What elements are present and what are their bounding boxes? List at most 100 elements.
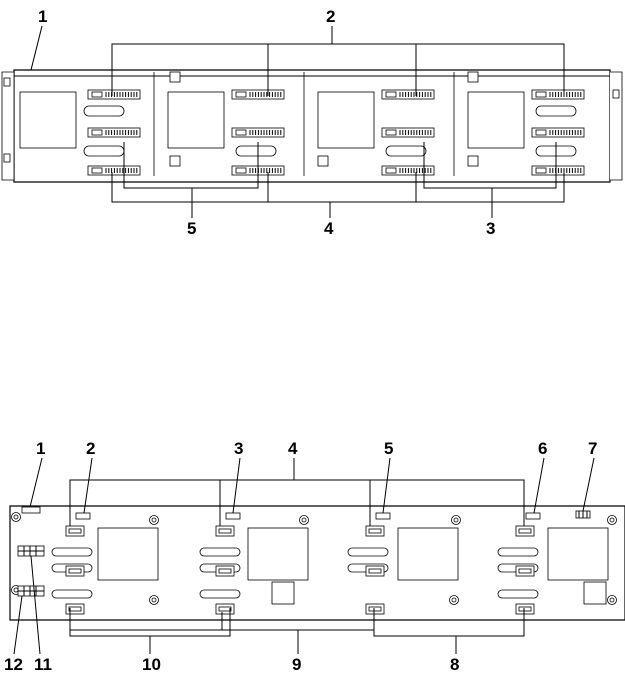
top-left-bracket-hole-2 — [4, 154, 10, 162]
bottom-connector — [216, 526, 234, 536]
top-slot-5 — [84, 106, 124, 116]
top-callout-5: 5 — [187, 219, 196, 238]
top-right-bracket — [610, 72, 622, 180]
bottom-slot — [348, 548, 388, 556]
bottom-slot — [52, 590, 92, 598]
bottom-slot — [498, 590, 538, 598]
mounting-hole-inner — [302, 518, 306, 522]
top-connector-latch — [236, 130, 246, 135]
top-connector-latch — [92, 130, 102, 135]
mounting-hole-inner — [610, 518, 614, 522]
bottom-connector — [516, 604, 534, 614]
bottom-connector — [516, 566, 534, 576]
top-connector — [232, 90, 284, 99]
bottom-connector — [366, 526, 384, 536]
top-connector — [532, 90, 584, 99]
bottom-slot — [200, 548, 240, 556]
top-connector-latch — [386, 130, 396, 135]
top-connector-latch — [236, 92, 246, 97]
top-connector-latch — [386, 92, 396, 97]
bottom-callout-4: 4 — [288, 439, 298, 458]
top-left-bracket — [2, 72, 14, 180]
mounting-hole-inner — [610, 598, 614, 602]
bottom-header-7 — [576, 511, 590, 518]
top-connector-latch — [92, 92, 102, 97]
top-connector — [532, 166, 584, 175]
top-callout-4: 4 — [324, 219, 334, 238]
bottom-connector — [66, 526, 84, 536]
bottom-callout-3: 3 — [234, 439, 243, 458]
top-connector-latch — [236, 168, 246, 173]
top-connector — [382, 90, 434, 99]
bottom-slot — [52, 548, 92, 556]
top-connector — [532, 128, 584, 137]
bottom-callout-6: 6 — [538, 439, 547, 458]
bottom-connector-pins — [219, 569, 231, 573]
top-cutout-1 — [20, 92, 76, 148]
top-connector-latch — [536, 92, 546, 97]
bottom-connector — [216, 604, 234, 614]
bottom-socket-6 — [526, 513, 540, 519]
bottom-leader-3 — [233, 458, 240, 513]
mounting-hole-inner — [14, 588, 18, 592]
top-right-bracket-hole — [613, 90, 619, 98]
bottom-header-11 — [18, 546, 44, 556]
bottom-callout-12: 12 — [4, 655, 23, 674]
top-connector-latch — [536, 130, 546, 135]
bottom-cutout-4 — [548, 528, 608, 580]
bottom-chip-1 — [272, 582, 294, 604]
bottom-connector — [66, 604, 84, 614]
bottom-connector-pins — [369, 607, 381, 611]
bottom-slot — [498, 548, 538, 556]
bottom-connector — [366, 566, 384, 576]
bottom-connector-pins — [69, 569, 81, 573]
mounting-hole-inner — [454, 518, 458, 522]
bottom-cutout-2 — [248, 528, 308, 580]
top-tab-4 — [468, 72, 478, 82]
bottom-connector — [366, 604, 384, 614]
top-tab-3 — [318, 156, 328, 166]
bottom-header-12 — [18, 586, 44, 596]
bottom-leader-2 — [84, 458, 92, 513]
bottom-connector-pins — [69, 607, 81, 611]
bottom-connector-pins — [369, 529, 381, 533]
bottom-callout-5: 5 — [384, 439, 393, 458]
top-cutout-3 — [318, 92, 374, 148]
bottom-callout-9: 9 — [292, 655, 301, 674]
bottom-socket-2 — [76, 513, 90, 519]
top-backplane-figure: 1 2 3 4 5 — [2, 7, 622, 238]
bottom-cutout-1 — [98, 528, 158, 580]
bottom-callout-7: 7 — [588, 439, 597, 458]
bottom-connector — [66, 566, 84, 576]
top-connector-latch — [536, 168, 546, 173]
bottom-chip-2 — [584, 582, 606, 604]
bottom-socket-3 — [226, 513, 240, 519]
top-callout-1: 1 — [38, 7, 47, 26]
top-tab-2 — [170, 156, 180, 166]
mounting-hole-inner — [14, 515, 18, 519]
bottom-connector — [216, 566, 234, 576]
top-callout-2: 2 — [326, 7, 335, 26]
bottom-connector-pins — [369, 569, 381, 573]
mounting-hole-inner — [452, 598, 456, 602]
mounting-hole-inner — [152, 598, 156, 602]
top-tab-5 — [468, 156, 478, 166]
top-leader-1 — [30, 26, 42, 74]
bottom-connector-pins — [69, 529, 81, 533]
top-connector — [232, 128, 284, 137]
top-callout-3: 3 — [486, 219, 495, 238]
top-cutout-4 — [468, 92, 524, 148]
bottom-connector-pins — [519, 607, 531, 611]
bottom-callout-8: 8 — [450, 655, 459, 674]
bottom-socket-5 — [376, 513, 390, 519]
bottom-connector — [516, 526, 534, 536]
top-connector-latch — [386, 168, 396, 173]
top-tab-1 — [170, 72, 180, 82]
bottom-leader-7 — [583, 458, 594, 511]
bottom-callout-10: 10 — [142, 655, 161, 674]
bottom-connector-1 — [22, 507, 40, 513]
bottom-cutout-3 — [398, 528, 458, 580]
top-connector — [382, 128, 434, 137]
bottom-callout-2: 2 — [86, 439, 95, 458]
bottom-leader-6 — [534, 458, 544, 513]
